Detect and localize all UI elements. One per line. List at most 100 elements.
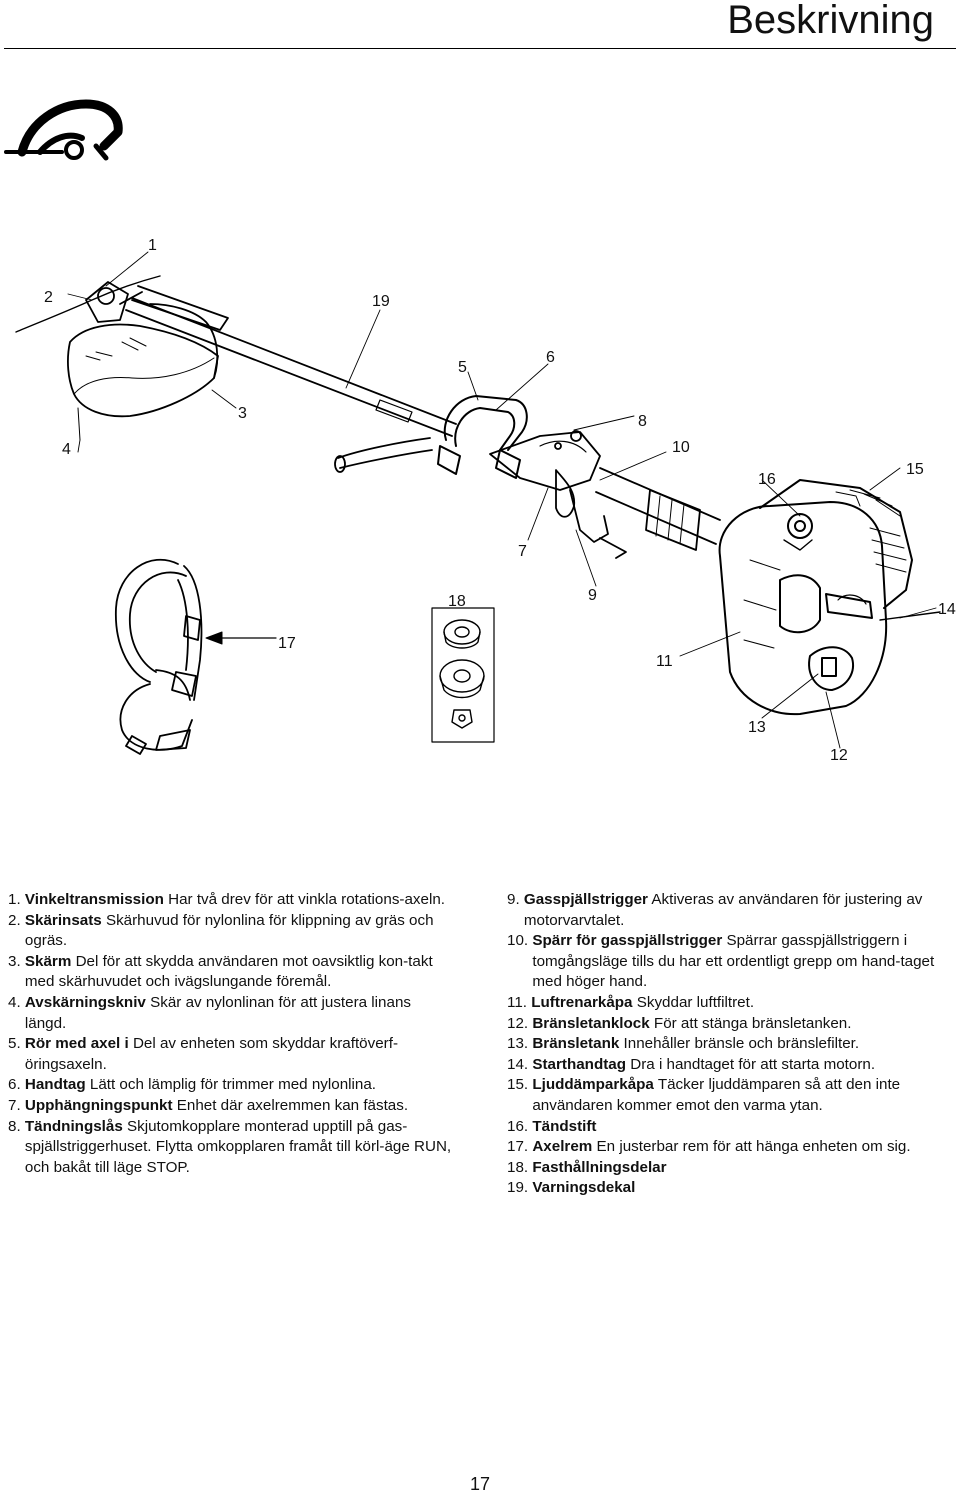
part-number: 17. — [507, 1138, 533, 1156]
part-term: Handtag — [24, 1076, 86, 1094]
part-number: 9. — [507, 891, 524, 908]
part-number: 15. — [507, 1076, 533, 1094]
callout-10: 10 — [672, 439, 690, 456]
part-item: 2. Skärinsats Skärhuvud för nylonlina fö… — [8, 911, 456, 952]
callout-15: 15 — [906, 461, 924, 478]
part-description: Skyddar luftfiltret. — [636, 993, 755, 1011]
part-description: Del av enheten som skyddar kraftöverf-ör… — [24, 1035, 399, 1073]
part-number: 8. — [8, 1117, 25, 1135]
grip-extension — [334, 437, 433, 473]
part-number: 10. — [507, 932, 533, 950]
part-term: Varningsdekal — [532, 1179, 636, 1197]
part-number: 7. — [8, 1096, 25, 1114]
callout-13: 13 — [748, 719, 766, 736]
part-term: Luftrenarkåpa — [531, 993, 633, 1011]
part-item: 7. Upphängningspunkt Enhet där axelremme… — [8, 1096, 456, 1117]
part-item: 9. Gasspjällstrigger Aktiveras av använd… — [507, 890, 953, 931]
part-number: 12. — [507, 1014, 533, 1032]
part-term: Upphängningspunkt — [24, 1096, 173, 1114]
callout-3: 3 — [238, 405, 247, 422]
part-term: Ljuddämparkåpa — [532, 1076, 654, 1094]
part-term: Spärr för gasspjällstrigger — [532, 932, 723, 950]
part-term: Vinkeltransmission — [24, 891, 164, 908]
loop-handle — [437, 395, 528, 479]
part-description: Spärrar gasspjällstriggern i tomgångsläg… — [532, 932, 935, 991]
guard-shield — [67, 303, 219, 441]
part-number: 5. — [8, 1035, 25, 1053]
part-item: 14. Starthandtag Dra i handtaget för att… — [507, 1055, 953, 1076]
part-description: Dra i handtaget för att starta motorn. — [630, 1055, 876, 1073]
part-number: 14. — [507, 1055, 533, 1073]
part-item: 8. Tändningslås Skjutomkopplare monterad… — [8, 1117, 456, 1179]
part-term: Starthandtag — [532, 1055, 627, 1073]
part-item: 5. Rör med axel i Del av enheten som sky… — [8, 1034, 456, 1075]
part-term: Bränsletank — [532, 1035, 620, 1053]
part-term: Bränsletanklock — [532, 1014, 650, 1032]
part-number: 6. — [8, 1076, 25, 1094]
callout-16: 16 — [758, 471, 776, 488]
part-description: Aktiveras av användaren för justering av… — [523, 891, 923, 929]
fastening-parts — [439, 619, 485, 729]
part-number: 4. — [8, 993, 25, 1011]
part-item: 1. Vinkeltransmission Har två drev för a… — [8, 890, 456, 911]
part-description: Skär av nylonlinan för att justera linan… — [24, 993, 411, 1032]
callout-1: 1 — [148, 237, 157, 254]
part-item: 4. Avskärningskniv Skär av nylonlinan fö… — [8, 993, 456, 1034]
callout-8: 8 — [638, 413, 647, 430]
callout-11: 11 — [656, 653, 673, 670]
parts-list-left: 1. Vinkeltransmission Har två drev för a… — [8, 890, 456, 1178]
part-term: Tändstift — [532, 1117, 597, 1135]
callout-14: 14 — [938, 601, 956, 618]
part-item: 11. Luftrenarkåpa Skyddar luftfiltret. — [507, 993, 953, 1014]
callout-4: 4 — [62, 441, 71, 458]
part-item: 3. Skärm Del för att skydda användaren m… — [8, 952, 456, 993]
part-description: Täcker ljuddämparen så att den inte anvä… — [532, 1076, 901, 1114]
part-item: 16. Tändstift — [507, 1117, 953, 1138]
part-item: 18. Fasthållningsdelar — [507, 1158, 953, 1179]
part-number: 3. — [8, 952, 25, 970]
part-term: Rör med axel i — [24, 1035, 129, 1053]
engine-unit — [718, 479, 941, 716]
part-term: Skärinsats — [24, 911, 102, 929]
callout-6: 6 — [546, 349, 555, 366]
callout-19: 19 — [372, 293, 390, 310]
page-number: 17 — [469, 1474, 491, 1494]
fastening-parts-box — [431, 607, 495, 743]
part-number: 18. — [507, 1158, 533, 1176]
part-term: Skärm — [24, 952, 72, 970]
drive-shaft-tube — [125, 285, 457, 437]
part-item: 12. Bränsletanklock För att stänga bräns… — [507, 1014, 953, 1035]
part-description: Innehåller bränsle och bränslefilter. — [623, 1035, 860, 1053]
part-number: 2. — [8, 911, 25, 929]
callout-17: 17 — [278, 635, 296, 652]
part-item: 15. Ljuddämparkåpa Täcker ljuddämparen s… — [507, 1075, 953, 1116]
part-term: Avskärningskniv — [24, 993, 146, 1011]
part-description: Har två drev för att vinkla rotations-ax… — [168, 891, 445, 908]
part-item: 19. Varningsdekal — [507, 1178, 953, 1199]
parts-list-right: 9. Gasspjällstrigger Aktiveras av använd… — [507, 890, 953, 1199]
part-number: 11. — [507, 993, 532, 1011]
callout-12: 12 — [830, 747, 848, 764]
part-description: Lätt och lämplig för trimmer med nylonli… — [89, 1076, 377, 1094]
part-description: För att stänga bränsletanken. — [653, 1014, 852, 1032]
engine-shaft — [595, 467, 721, 551]
trimmer-symbol-icon — [4, 99, 123, 161]
leader-lines — [67, 251, 937, 749]
part-number: 16. — [507, 1117, 533, 1135]
part-term: Gasspjällstrigger — [523, 891, 648, 908]
part-number: 1. — [8, 891, 25, 908]
callout-5: 5 — [458, 359, 467, 376]
angle-transmission — [85, 281, 143, 323]
callout-2: 2 — [44, 289, 53, 306]
part-description: Del för att skydda användaren mot oavsik… — [24, 952, 433, 991]
part-item: 10. Spärr för gasspjällstrigger Spärrar … — [507, 931, 953, 993]
callout-9: 9 — [588, 587, 597, 604]
part-item: 6. Handtag Lätt och lämplig för trimmer … — [8, 1075, 456, 1096]
part-term: Axelrem — [532, 1138, 593, 1156]
part-term: Tändningslås — [24, 1117, 123, 1135]
part-term: Fasthållningsdelar — [532, 1158, 667, 1176]
part-item: 17. Axelrem En justerbar rem för att hän… — [507, 1137, 953, 1158]
arrow-head-icon — [205, 631, 223, 645]
header-divider — [4, 48, 956, 49]
callout-18: 18 — [448, 593, 466, 610]
